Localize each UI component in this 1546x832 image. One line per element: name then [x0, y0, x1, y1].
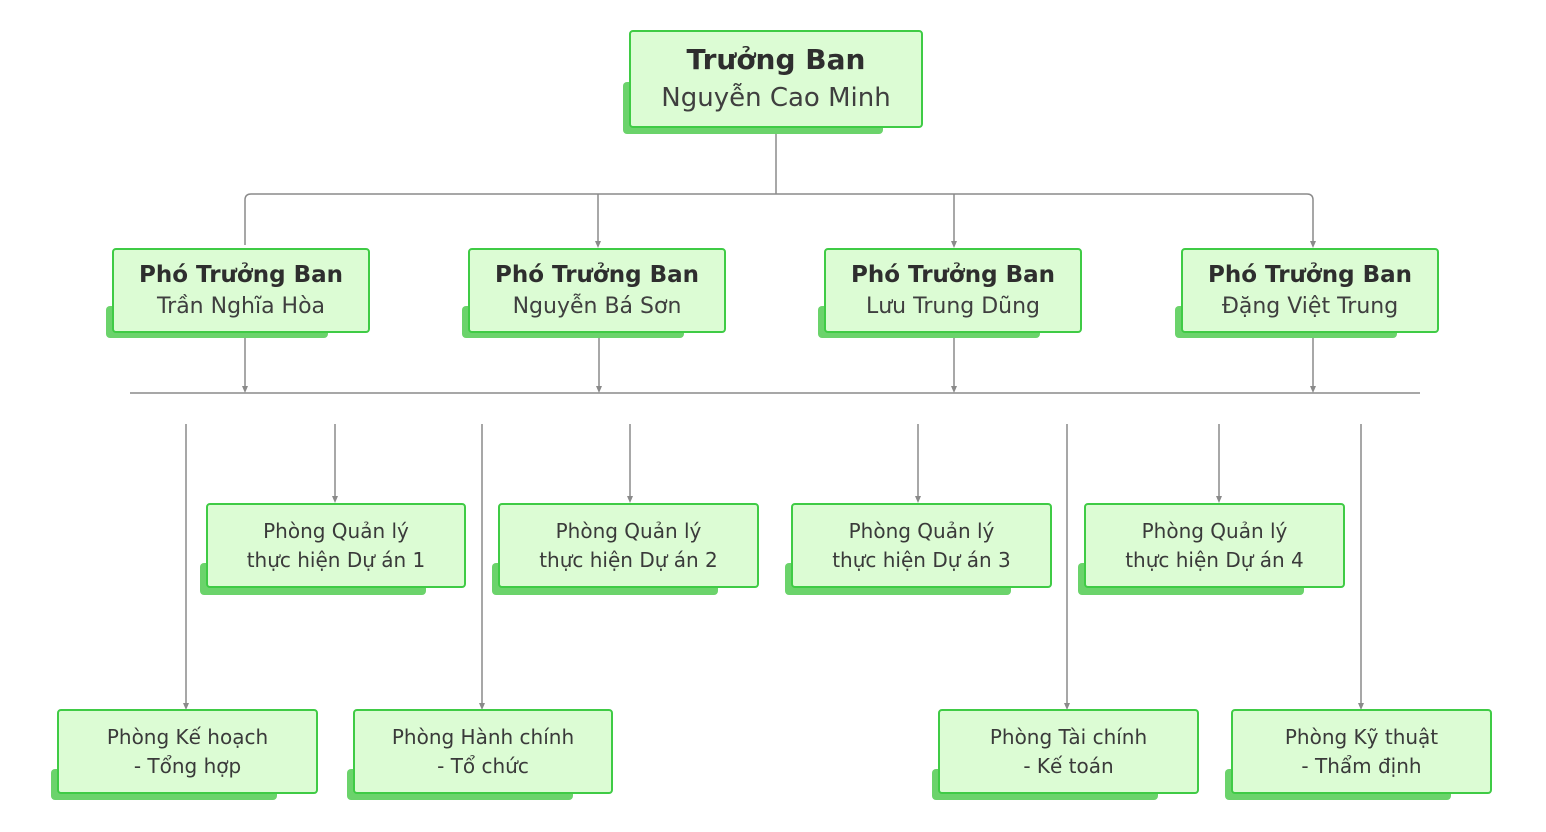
project-office-line1: Phòng Quản lý — [263, 518, 409, 543]
functional-office-box: Phòng Kỹ thuật - Thẩm định — [1231, 709, 1492, 794]
project-office-box: Phòng Quản lý thực hiện Dự án 1 — [206, 503, 466, 588]
project-office-box: Phòng Quản lý thực hiện Dự án 4 — [1084, 503, 1345, 588]
project-office-line1: Phòng Quản lý — [848, 518, 995, 543]
deputy-node-box: Phó Trưởng Ban Nguyễn Bá Sơn — [468, 248, 726, 333]
head-name: Nguyễn Cao Minh — [661, 83, 891, 113]
functional-office-node-3: Phòng Tài chính - Kế toán — [932, 709, 1199, 800]
functional-office-node-1: Phòng Kế hoạch - Tổng hợp — [51, 709, 318, 800]
connector-deputy-bar — [244, 193, 1316, 248]
deputy-name: Đặng Việt Trung — [1221, 293, 1399, 319]
deputy-title: Phó Trưởng Ban — [851, 261, 1055, 288]
deputy-node-box: Phó Trưởng Ban Đặng Việt Trung — [1181, 248, 1439, 333]
functional-office-line1: Phòng Kỹ thuật — [1284, 724, 1439, 749]
deputy-node-4: Phó Trưởng Ban Đặng Việt Trung — [1175, 248, 1439, 338]
functional-office-line2: - Tổng hợp — [133, 753, 242, 778]
deputy-name: Nguyễn Bá Sơn — [512, 293, 682, 319]
project-office-node-3: Phòng Quản lý thực hiện Dự án 3 — [785, 503, 1052, 595]
project-office-line2: thực hiện Dự án 1 — [246, 547, 426, 572]
functional-office-line2: - Thẩm định — [1301, 753, 1422, 778]
head-node-box: Trưởng Ban Nguyễn Cao Minh — [629, 30, 923, 128]
functional-office-line2: - Tổ chức — [437, 753, 529, 778]
functional-office-box: Phòng Tài chính - Kế toán — [938, 709, 1199, 794]
functional-office-box: Phòng Hành chính - Tổ chức — [353, 709, 613, 794]
project-office-node-2: Phòng Quản lý thực hiện Dự án 2 — [492, 503, 759, 595]
deputy-title: Phó Trưởng Ban — [139, 261, 343, 288]
project-office-box: Phòng Quản lý thực hiện Dự án 3 — [791, 503, 1052, 588]
project-office-line2: thực hiện Dự án 3 — [832, 547, 1011, 572]
functional-office-node-2: Phòng Hành chính - Tổ chức — [347, 709, 613, 800]
deputy-title: Phó Trưởng Ban — [1208, 261, 1412, 288]
project-office-line1: Phòng Quản lý — [1141, 518, 1288, 543]
deputy-node-box: Phó Trưởng Ban Trần Nghĩa Hòa — [112, 248, 370, 333]
deputy-title: Phó Trưởng Ban — [495, 261, 699, 288]
functional-office-node-4: Phòng Kỹ thuật - Thẩm định — [1225, 709, 1492, 800]
functional-office-line1: Phòng Kế hoạch — [106, 724, 269, 749]
deputy-node-2: Phó Trưởng Ban Nguyễn Bá Sơn — [462, 248, 726, 338]
project-office-box: Phòng Quản lý thực hiện Dự án 2 — [498, 503, 759, 588]
functional-office-box: Phòng Kế hoạch - Tổng hợp — [57, 709, 318, 794]
deputy-node-3: Phó Trưởng Ban Lưu Trung Dũng — [818, 248, 1082, 338]
functional-office-line1: Phòng Tài chính — [989, 724, 1148, 749]
project-office-line1: Phòng Quản lý — [555, 518, 702, 543]
deputy-node-1: Phó Trưởng Ban Trần Nghĩa Hòa — [106, 248, 370, 338]
project-office-line2: thực hiện Dự án 2 — [539, 547, 718, 572]
functional-office-line2: - Kế toán — [1023, 753, 1114, 778]
head-node: Trưởng Ban Nguyễn Cao Minh — [623, 30, 923, 134]
head-title: Trưởng Ban — [686, 43, 866, 76]
project-office-line2: thực hiện Dự án 4 — [1125, 547, 1304, 572]
deputy-name: Lưu Trung Dũng — [865, 293, 1041, 319]
project-office-node-4: Phòng Quản lý thực hiện Dự án 4 — [1078, 503, 1345, 595]
project-office-node-1: Phòng Quản lý thực hiện Dự án 1 — [200, 503, 466, 595]
deputy-node-box: Phó Trưởng Ban Lưu Trung Dũng — [824, 248, 1082, 333]
deputy-name: Trần Nghĩa Hòa — [156, 293, 326, 319]
functional-office-line1: Phòng Hành chính — [391, 724, 575, 749]
